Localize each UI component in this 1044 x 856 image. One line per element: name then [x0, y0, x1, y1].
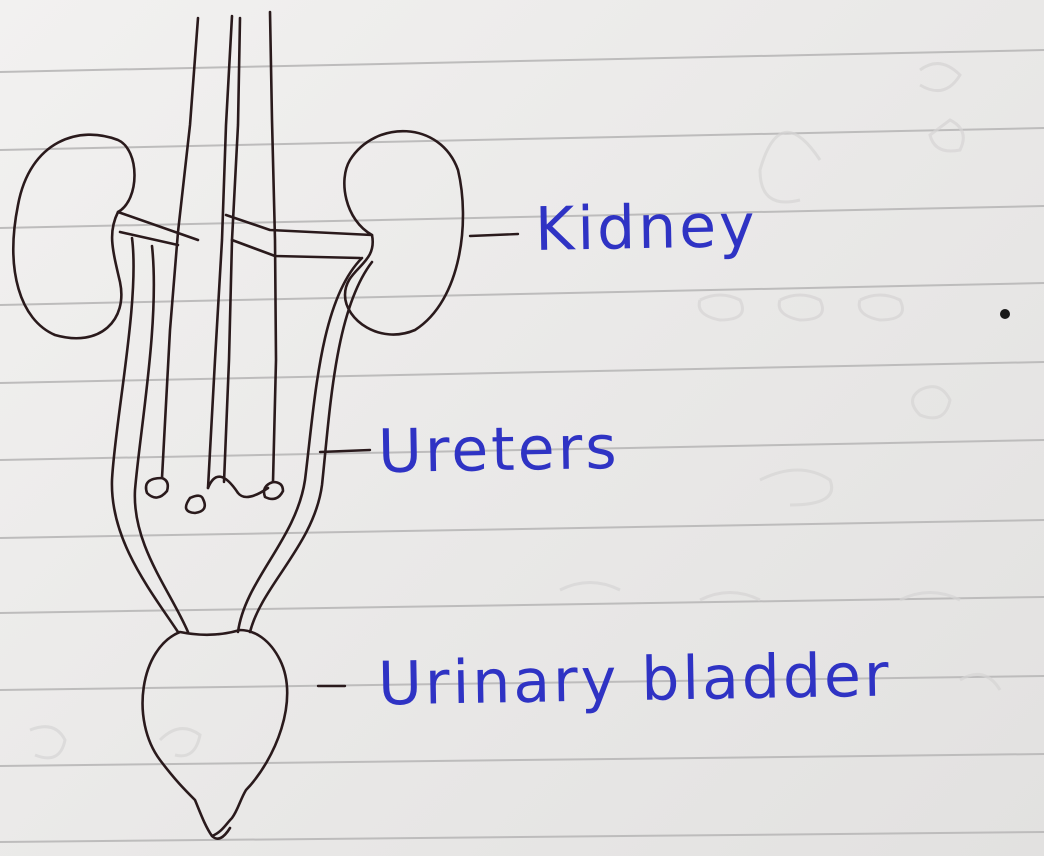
vessel-join — [208, 477, 268, 497]
vena-cava-outer-right — [270, 12, 276, 482]
aorta-outer-left — [162, 18, 198, 478]
left-ureter-inner — [135, 246, 188, 632]
right-ureter-outer — [238, 258, 362, 632]
vessel-end-left — [146, 478, 168, 498]
vessel-end-right — [264, 482, 283, 499]
ureters-pointer — [320, 450, 370, 452]
vena-cava-inner-right — [224, 18, 240, 482]
left-renal-vessel-lower — [120, 232, 178, 245]
urinary-bladder — [143, 630, 288, 836]
left-kidney — [13, 135, 134, 339]
kidney-label: Kidney — [534, 196, 758, 260]
aorta-inner-left — [208, 16, 232, 488]
right-renal-vessel-upper — [226, 215, 372, 235]
kidney-pointer — [470, 234, 518, 236]
ink-dot — [1000, 309, 1010, 319]
urinary-bladder-label: Urinary bladder — [378, 646, 893, 715]
vessel-end-middle — [186, 496, 205, 513]
right-renal-vessel-lower — [232, 240, 360, 258]
ureters-label: Ureters — [377, 418, 620, 482]
right-kidney — [344, 131, 463, 334]
